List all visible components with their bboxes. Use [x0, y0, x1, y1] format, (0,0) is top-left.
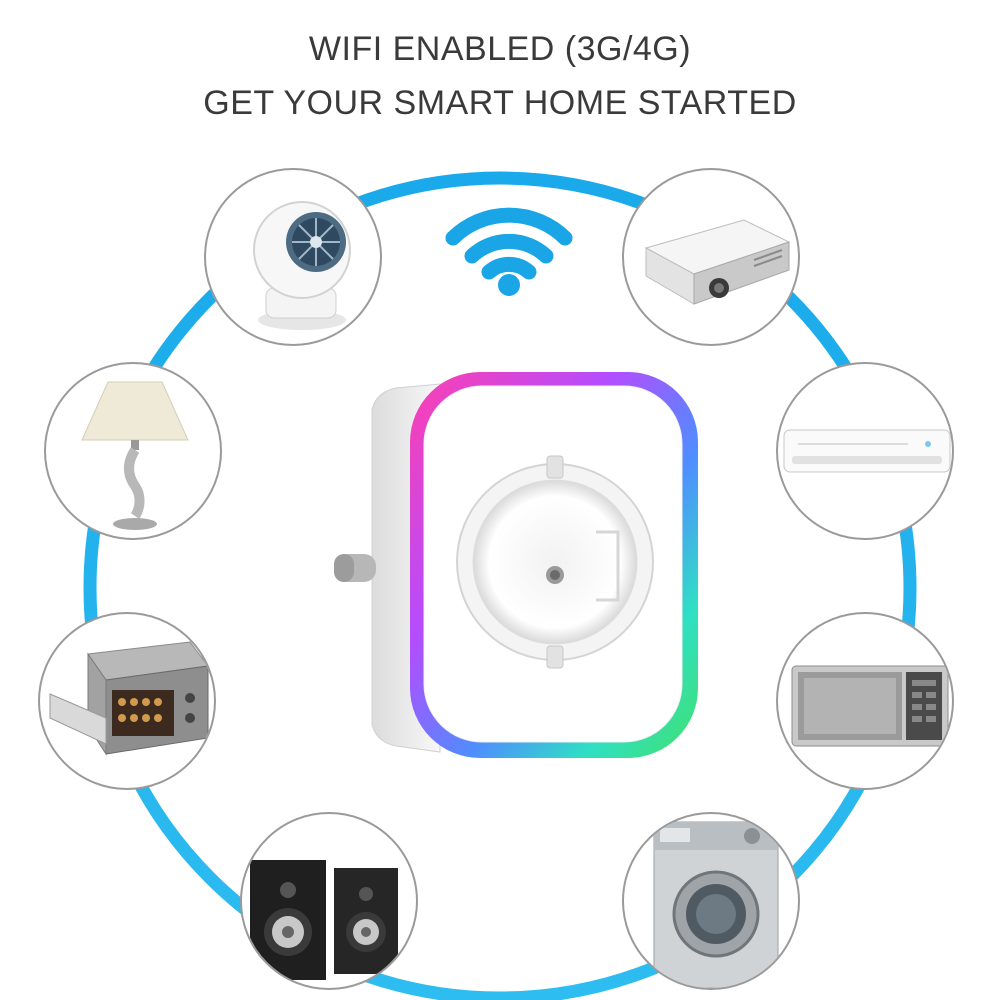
microwave-icon	[791, 665, 949, 747]
speakers-icon	[250, 860, 398, 980]
desk-fan-icon	[253, 201, 351, 330]
table-lamp-icon	[81, 381, 189, 530]
appliance-air-conditioner-bubble	[776, 362, 954, 540]
headline-wifi-enabled: WIFI ENABLED (3G/4G)	[308, 30, 692, 68]
appliance-microwave-bubble	[776, 612, 954, 790]
appliance-oven-bubble	[38, 612, 216, 790]
headline-smart-home: GET YOUR SMART HOME STARTED	[203, 84, 797, 122]
projector-icon	[644, 219, 791, 305]
wifi-icon	[445, 207, 573, 296]
oven-icon	[49, 641, 209, 756]
washing-machine-icon	[653, 821, 779, 988]
appliance-fan-bubble	[204, 168, 382, 346]
appliance-projector-bubble	[622, 168, 800, 346]
air-conditioner-icon	[783, 429, 951, 473]
appliance-washing-machine-bubble	[622, 812, 800, 990]
appliance-speakers-bubble	[240, 812, 418, 990]
appliance-lamp-bubble	[44, 362, 222, 540]
